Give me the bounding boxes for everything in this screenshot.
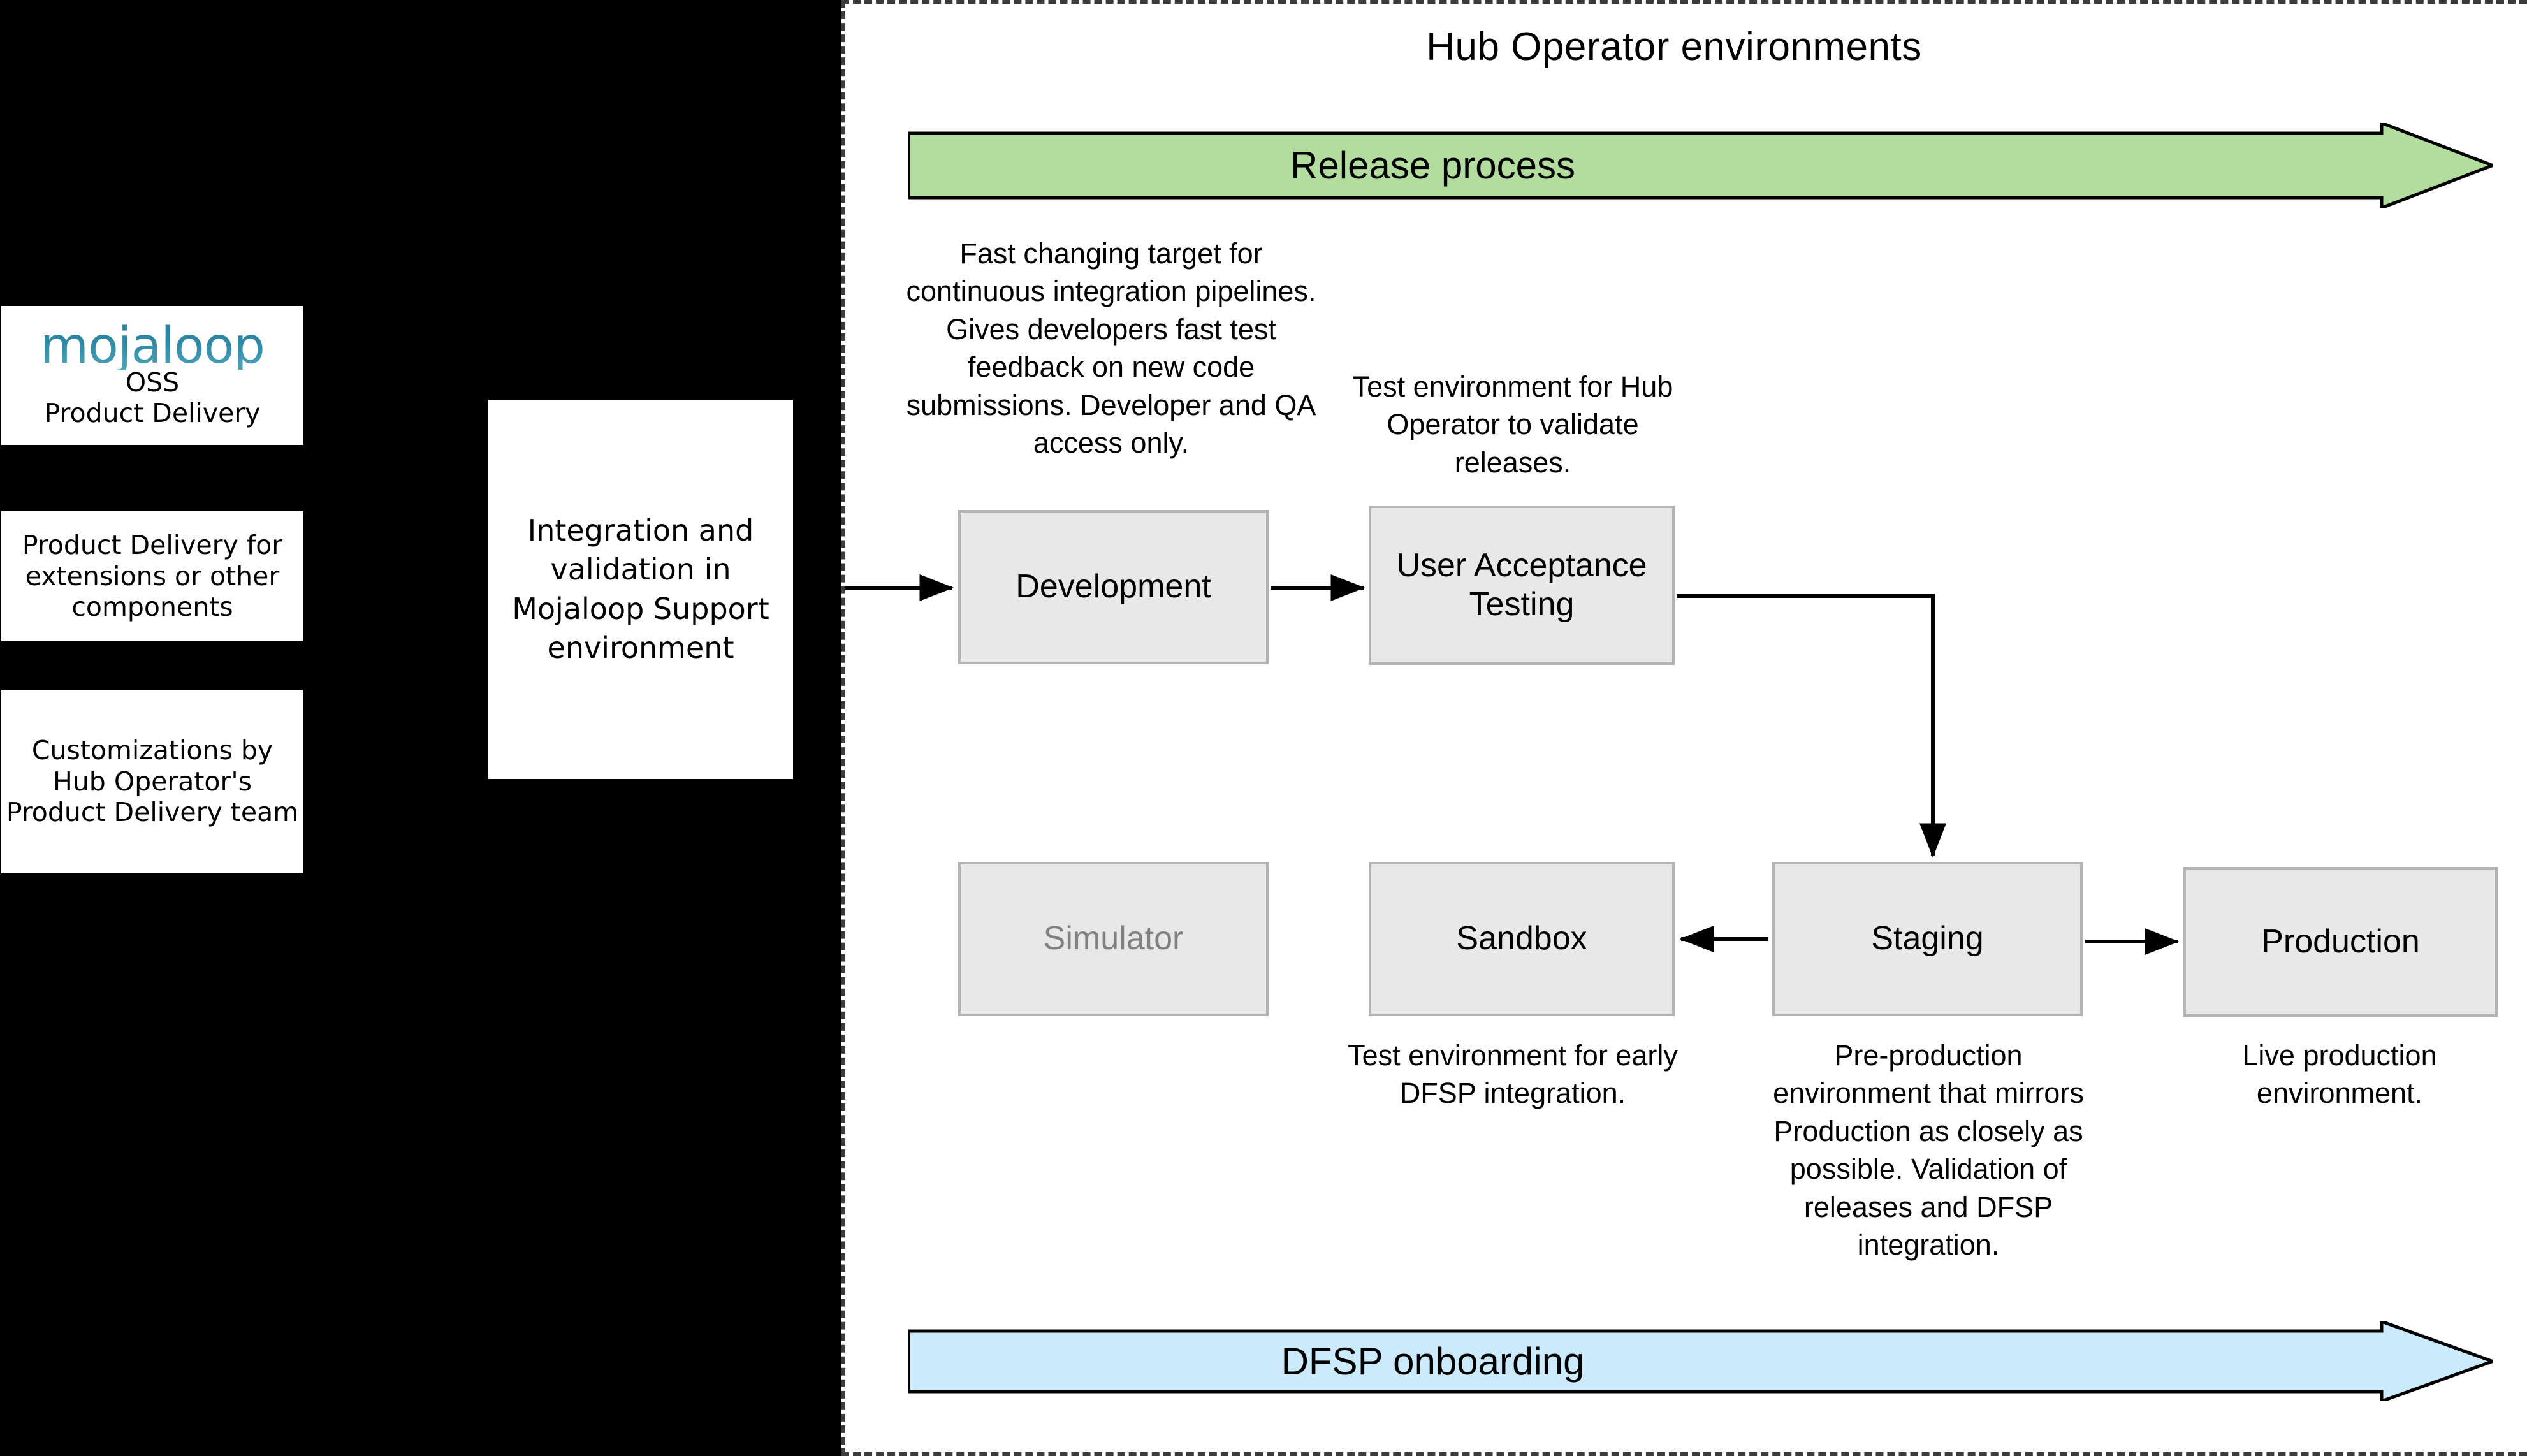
env-box-development[interactable]: Development <box>958 510 1269 664</box>
legend-extensions-text: Product Delivery for extensions or other… <box>22 530 283 623</box>
release-process-banner: Release process <box>908 123 2493 208</box>
integration-validation-text: Integration and validation in Mojaloop S… <box>512 513 769 665</box>
env-box-simulator[interactable]: Simulator <box>958 862 1269 1016</box>
env-label-uat: User Acceptance Testing <box>1396 546 1647 623</box>
release-process-label: Release process <box>1290 144 1575 187</box>
caption-uat: Test environment for Hub Operator to val… <box>1352 370 1673 479</box>
env-label-staging: Staging <box>1871 920 1984 957</box>
env-label-development: Development <box>1016 568 1211 606</box>
legend-oss-line2: Product Delivery <box>44 398 261 429</box>
env-box-sandbox[interactable]: Sandbox <box>1369 862 1675 1016</box>
page-title: Hub Operator environments <box>1426 25 1922 69</box>
legend-customizations-text: Customizations by Hub Operator's Product… <box>6 735 299 828</box>
hub-operator-panel: Hub Operator environments <box>841 0 2527 1456</box>
caption-production: Live production environment. <box>2242 1039 2437 1110</box>
legend-box-oss-product-delivery: mojaloop OSS Product Delivery <box>0 305 305 446</box>
caption-development: Fast changing target for continuous inte… <box>906 237 1316 459</box>
env-label-production: Production <box>2261 922 2420 960</box>
env-label-sandbox: Sandbox <box>1456 920 1587 957</box>
legend-box-customizations: Customizations by Hub Operator's Product… <box>0 688 305 875</box>
env-box-user-acceptance-testing[interactable]: User Acceptance Testing <box>1369 506 1675 665</box>
dfsp-onboarding-label: DFSP onboarding <box>1281 1340 1585 1383</box>
legend-box-extensions: Product Delivery for extensions or other… <box>0 510 305 643</box>
caption-sandbox: Test environment for early DFSP integrat… <box>1348 1039 1678 1110</box>
mojaloop-logo: mojaloop <box>40 317 265 375</box>
env-box-production[interactable]: Production <box>2183 867 2498 1017</box>
integration-validation-box: Integration and validation in Mojaloop S… <box>488 400 793 779</box>
caption-staging: Pre-production environment that mirrors … <box>1773 1039 2084 1261</box>
dfsp-onboarding-banner: DFSP onboarding <box>908 1321 2493 1401</box>
env-label-simulator: Simulator <box>1043 920 1184 957</box>
legend-oss-line1: OSS <box>125 367 180 398</box>
env-box-staging[interactable]: Staging <box>1772 862 2083 1016</box>
